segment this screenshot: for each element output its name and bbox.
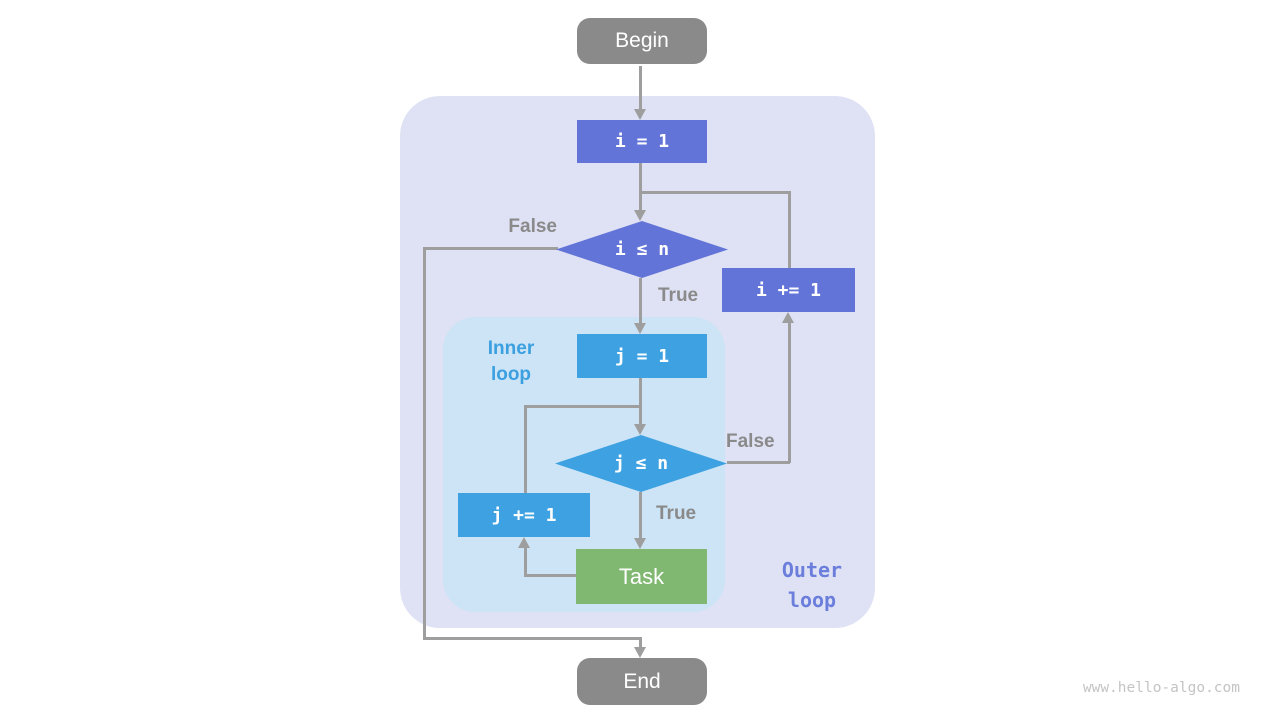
node-begin-label: Begin	[615, 29, 669, 52]
label-outer-loop-line2: loop	[787, 588, 837, 612]
node-cond-j-label: j ≤ n	[613, 453, 669, 474]
label-outer-loop-line1: Outer	[781, 558, 843, 582]
edge-begin-to-init-i	[639, 66, 642, 110]
arrowhead-into-inc-j	[518, 537, 530, 548]
arrowhead-into-cond-i	[634, 210, 646, 221]
label-outer-loop: Outer loop	[752, 555, 872, 615]
node-init-j-label: j = 1	[614, 345, 670, 367]
edge-cond-i-true	[639, 278, 642, 324]
edge-cond-j-true	[639, 492, 642, 539]
node-begin: Begin	[577, 18, 707, 64]
node-init-i-label: i = 1	[614, 131, 670, 152]
edge-cond-i-false-down	[423, 247, 426, 640]
arrowhead-into-inc-i	[782, 312, 794, 323]
node-init-i: i = 1	[577, 120, 707, 163]
node-cond-i-label: i ≤ n	[614, 239, 670, 260]
arrowhead-into-cond-j	[634, 424, 646, 435]
edge-into-end	[639, 637, 642, 648]
node-inc-i: i += 1	[722, 268, 855, 312]
edge-init-i-to-cond-i	[639, 163, 642, 212]
edge-inc-j-return-top	[524, 405, 641, 408]
node-init-j: j = 1	[577, 334, 707, 378]
node-end-label: End	[623, 669, 661, 693]
edge-task-to-inc-j-h	[524, 574, 577, 577]
label-inner-loop-line1: Inner	[487, 338, 535, 359]
node-task: Task	[576, 549, 707, 604]
edge-cond-i-false-bottom	[423, 637, 642, 640]
label-cond-i-false: False	[508, 216, 557, 237]
edge-inc-i-return-up	[788, 191, 791, 268]
edge-cond-j-false-up	[788, 322, 791, 463]
node-inc-j: j += 1	[458, 493, 590, 537]
edge-inc-i-return-top	[639, 191, 791, 194]
label-inner-loop: Inner loop	[451, 336, 571, 388]
label-cond-i-true: True	[658, 285, 699, 306]
label-inner-loop-line2: loop	[490, 364, 532, 385]
edge-cond-j-false-right	[727, 461, 790, 464]
edge-inc-j-return-up	[524, 405, 527, 493]
node-end: End	[577, 658, 707, 705]
arrowhead-into-init-i	[634, 109, 646, 120]
arrowhead-into-init-j	[634, 323, 646, 334]
label-cond-j-true: True	[656, 503, 697, 524]
node-task-label: Task	[618, 563, 665, 589]
watermark: www.hello-algo.com	[1082, 680, 1240, 696]
edge-task-to-inc-j-v	[524, 548, 527, 576]
edge-init-j-to-cond-j	[639, 378, 642, 427]
label-cond-j-false: False	[726, 431, 775, 452]
node-inc-i-label: i += 1	[755, 279, 822, 301]
arrowhead-into-task	[634, 538, 646, 549]
edge-cond-i-false-left	[423, 247, 558, 250]
arrowhead-into-end	[634, 647, 646, 658]
node-inc-j-label: j += 1	[491, 504, 557, 526]
